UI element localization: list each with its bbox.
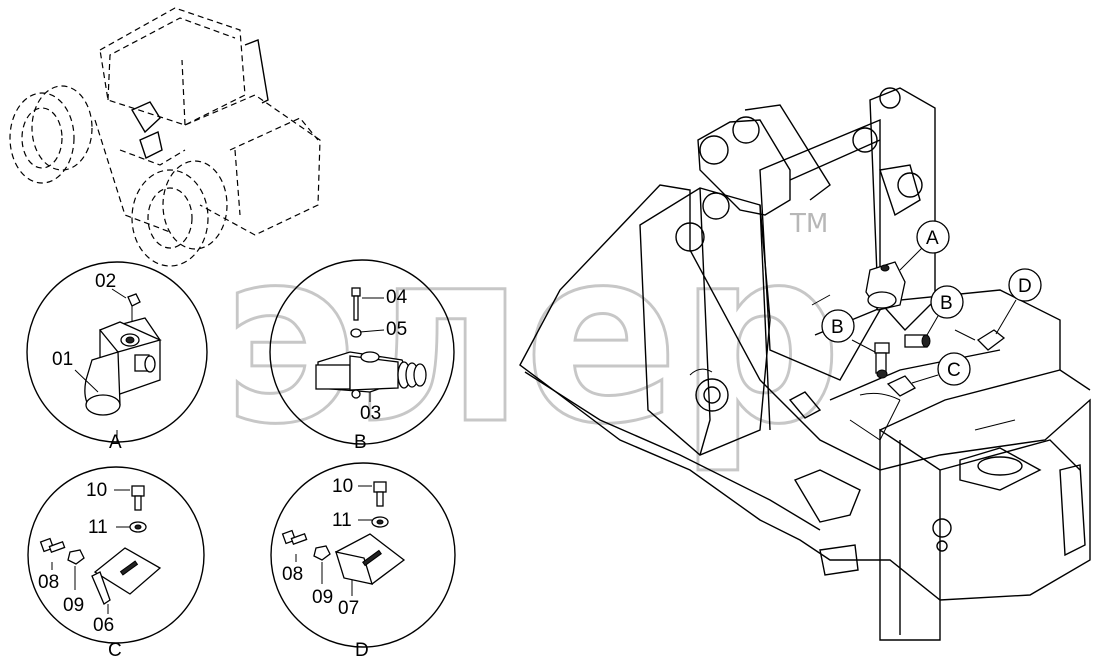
part-06-bracket — [91, 547, 162, 605]
watermark-tm: TM — [789, 209, 828, 239]
frame-valve-a — [865, 261, 906, 311]
part-08-bolt-d — [281, 529, 308, 546]
callout-04: 04 — [386, 287, 408, 308]
callout-09-d: 09 — [312, 587, 333, 608]
callout-01: 01 — [52, 349, 73, 370]
part-09-nut-c — [67, 549, 85, 565]
callout-09-c: 09 — [63, 595, 84, 616]
view-label-b: B — [354, 432, 367, 453]
frame-label-b-left: B — [831, 317, 844, 338]
callout-11-d: 11 — [332, 510, 352, 531]
detail-circle-d — [270, 462, 456, 648]
callout-02: 02 — [95, 271, 116, 292]
callout-10-c: 10 — [86, 480, 107, 501]
callout-08-c: 08 — [38, 572, 59, 593]
frame-label-c: C — [947, 360, 961, 381]
part-08-bolt-c — [39, 537, 66, 554]
watermark: элер TM — [221, 196, 844, 479]
view-label-c: C — [108, 640, 122, 661]
part-02-bolt — [127, 293, 141, 322]
detail-view-d: 10 11 08 09 07 D — [270, 462, 456, 661]
callout-03: 03 — [360, 403, 381, 424]
frame-label-a: A — [926, 228, 939, 249]
callout-07: 07 — [338, 598, 359, 619]
watermark-text: элер — [222, 197, 842, 477]
frame-components — [865, 261, 1006, 397]
callout-bubble-a — [916, 220, 950, 254]
loader-frame — [519, 87, 1091, 641]
frame-bracket-d — [976, 329, 1006, 351]
callout-11-c: 11 — [88, 517, 108, 538]
frame-callouts: A B B C D — [821, 220, 1042, 386]
detail-view-a: 02 01 A — [26, 261, 208, 453]
machine-overview — [9, 7, 321, 267]
callout-bubble-d — [1008, 268, 1042, 302]
callout-10-d: 10 — [332, 476, 353, 497]
part-04-bolt — [351, 287, 361, 321]
callout-05: 05 — [386, 319, 407, 340]
part-07-bracket — [334, 533, 406, 585]
callout-bubble-c — [937, 352, 971, 386]
detail-view-b: 04 05 03 B — [269, 259, 455, 453]
callout-06: 06 — [93, 615, 114, 636]
callout-08-d: 08 — [282, 564, 303, 585]
part-10-bolt-c — [131, 485, 145, 511]
frame-solenoid-b — [874, 334, 931, 379]
detail-circle-b — [269, 259, 455, 445]
part-05-washer — [350, 328, 362, 338]
view-label-a: A — [109, 432, 122, 453]
frame-label-b-right: B — [940, 293, 953, 314]
frame-label-d: D — [1018, 276, 1032, 297]
detail-view-c: 10 11 08 09 06 C — [27, 466, 205, 661]
part-03-solenoid — [315, 351, 427, 399]
frame-bracket-c — [886, 375, 917, 397]
part-09-nut-d — [313, 545, 331, 561]
part-10-bolt-d — [373, 481, 387, 507]
callout-bubble-b-left — [821, 309, 855, 343]
callout-bubble-b-right — [930, 285, 964, 319]
part-01-valve — [84, 317, 162, 416]
view-label-d: D — [355, 640, 369, 661]
detail-circle-c — [27, 466, 205, 644]
